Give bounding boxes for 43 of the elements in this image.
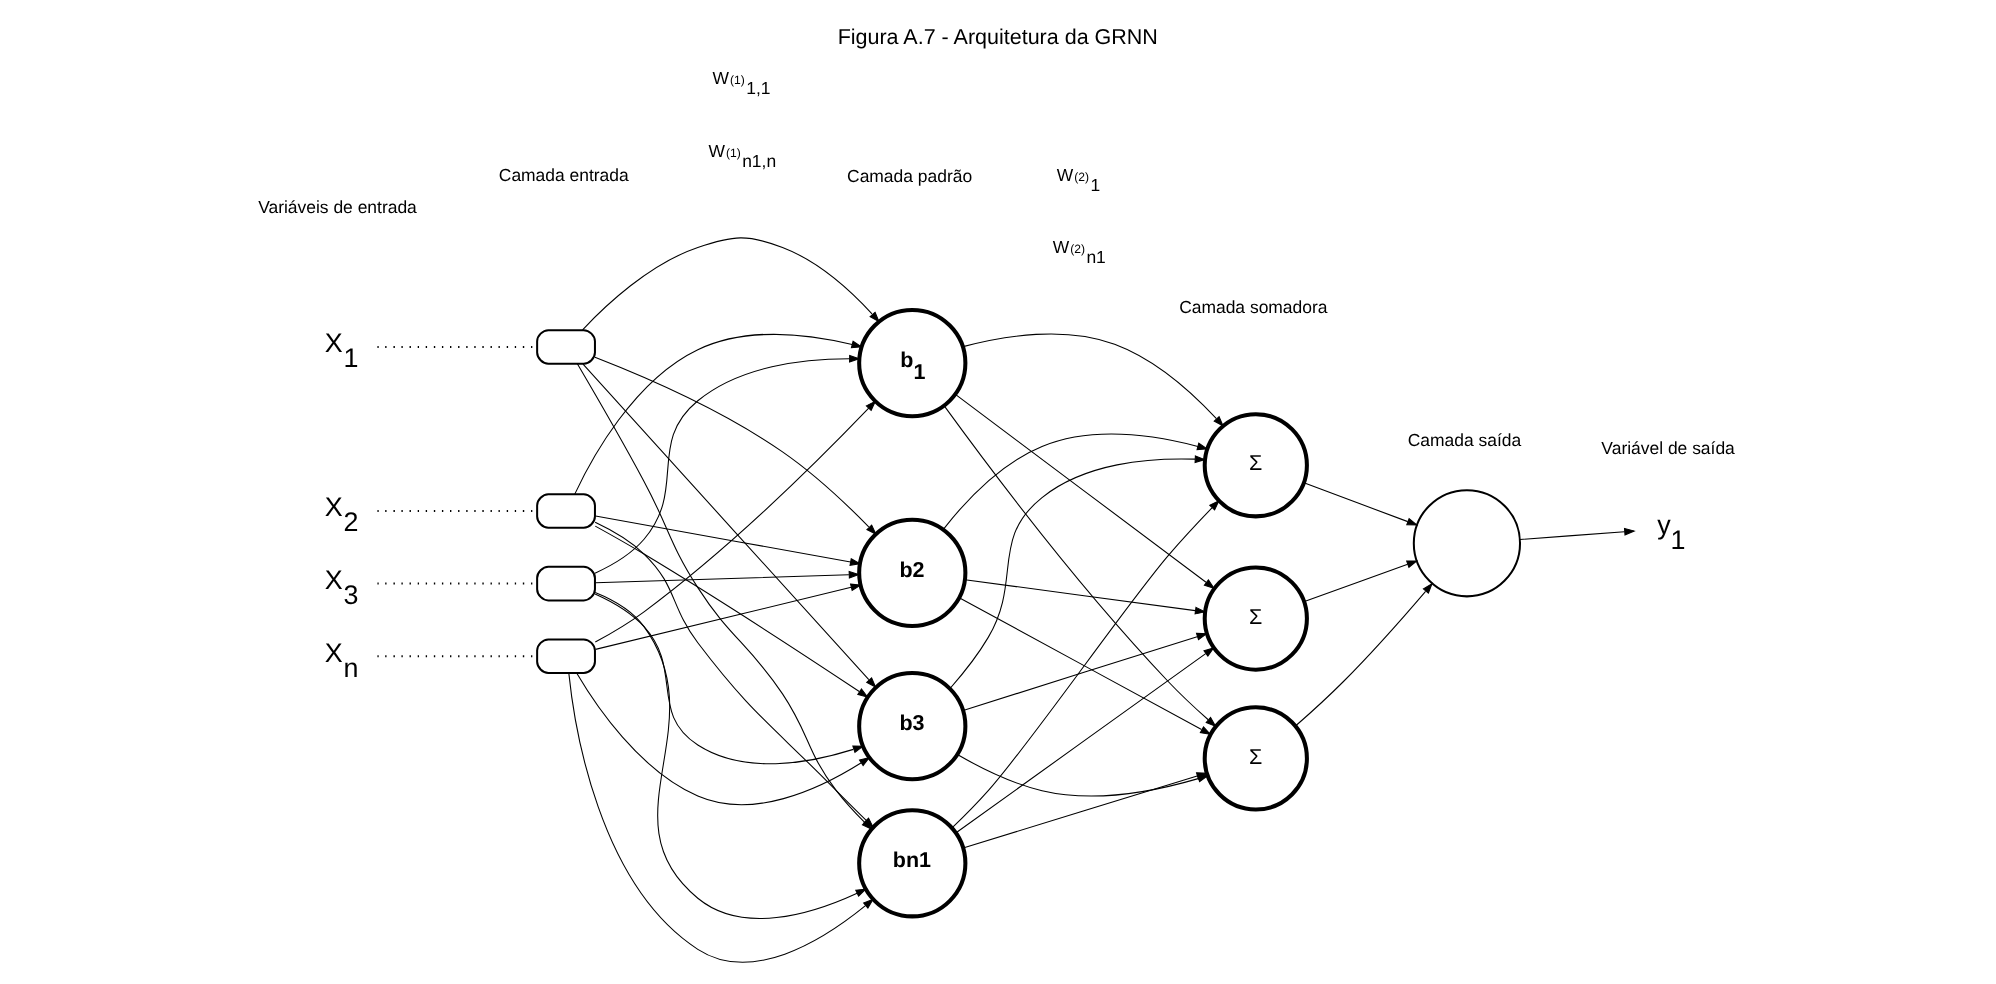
arrow (593, 515, 861, 566)
node-box (535, 565, 595, 602)
connector (376, 510, 536, 512)
arrow (575, 672, 870, 806)
connector (376, 655, 536, 658)
arrow (941, 433, 1208, 530)
label: Camada padrão (846, 166, 972, 187)
arrow (593, 583, 862, 650)
arrow (942, 405, 1216, 728)
arrow (573, 333, 862, 495)
arrow (950, 499, 1219, 829)
node-box (535, 638, 595, 674)
label: Camada saída (1406, 429, 1521, 450)
node-box (535, 329, 595, 365)
node-box (535, 493, 595, 529)
diagram-title: Figura A.7 - Arquitetura da GRNN (836, 26, 1157, 51)
connector (376, 582, 536, 585)
arrow (957, 597, 1211, 736)
arrow (593, 400, 876, 643)
arrow (581, 363, 876, 689)
label: Variáveis de entrada (257, 197, 416, 218)
arrow (593, 593, 864, 765)
arrow (1302, 482, 1418, 526)
arrow (581, 237, 879, 331)
arrow (963, 579, 1206, 615)
arrow (593, 570, 860, 584)
arrow (948, 455, 1206, 690)
arrow (954, 646, 1214, 834)
arrow (593, 354, 860, 574)
arrow (961, 333, 1224, 428)
arrow (593, 591, 867, 919)
label: Variável de saída (1600, 437, 1734, 458)
arrow (961, 632, 1208, 712)
connector (376, 345, 536, 348)
arrow (1518, 527, 1635, 540)
arrow (593, 525, 868, 698)
label: Camada entrada (497, 164, 628, 185)
arrow (593, 356, 876, 536)
arrow (1294, 582, 1433, 727)
arrow (953, 393, 1215, 590)
node-circle: b2 (856, 517, 967, 628)
label: Camada somadora (1178, 296, 1327, 317)
arrow (1302, 560, 1418, 602)
